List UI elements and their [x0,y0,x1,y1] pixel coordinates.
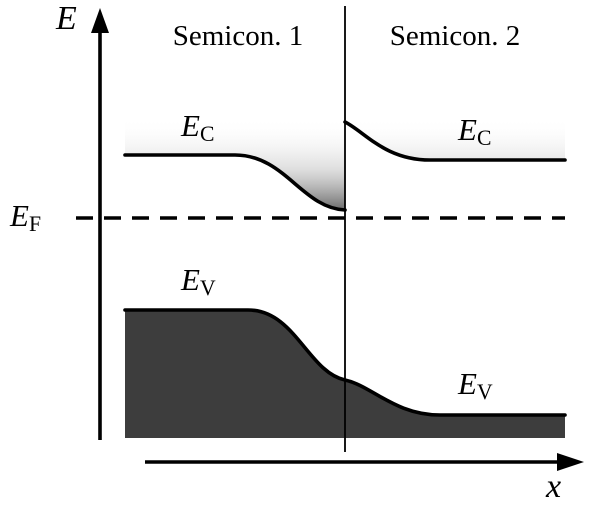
fermi-level-symbol: E [10,198,29,233]
valence-band-label-right: EV [458,366,493,403]
energy-axis-arrow [91,8,109,440]
region-label-semicon-1: Semicon. 1 [172,20,304,52]
valence-band-subscript-right: V [476,380,493,405]
energy-axis-label-text: E [56,0,77,37]
region-label-semicon-2: Semicon. 2 [389,20,521,52]
fermi-level-label: EF [10,198,41,235]
conduction-band-subscript-left: C [199,122,215,147]
x-axis-label: x [546,470,561,504]
electron-shading-left [125,118,345,210]
valence-band-label-left: EV [181,262,216,299]
fermi-level-subscript: F [28,212,41,237]
valence-band-symbol-left: E [181,262,200,297]
valence-band-subscript-left: V [199,276,216,301]
conduction-band-subscript-right: C [476,126,492,151]
x-axis-label-text: x [546,468,562,505]
conduction-band-left-curve [123,153,347,212]
conduction-band-right-curve [343,120,567,162]
valence-band-region [125,310,565,438]
x-axis-arrow [145,453,584,471]
valence-band-symbol-right: E [458,366,477,401]
conduction-band-symbol-right: E [458,112,477,147]
electron-shading-right [345,118,565,160]
energy-axis-label: E [56,2,77,36]
conduction-band-label-right: EC [458,112,491,149]
conduction-band-label-left: EC [181,108,214,145]
conduction-band-symbol-left: E [181,108,200,143]
